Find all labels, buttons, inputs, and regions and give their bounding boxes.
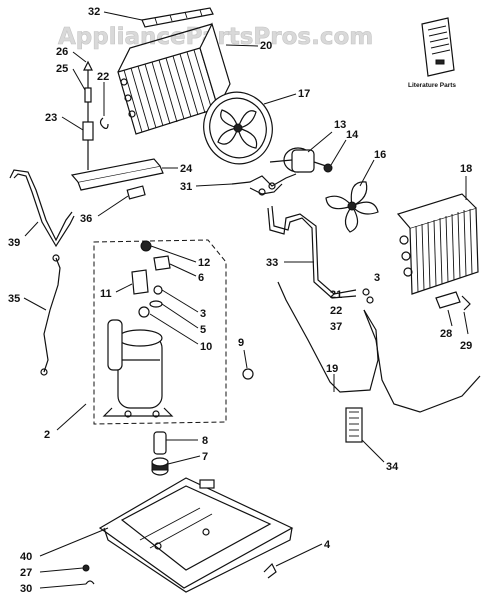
callout-39: 39: [8, 237, 20, 249]
part-20-condenser-coil: [117, 22, 231, 135]
part-9-grommet: [242, 368, 254, 380]
callout-40: 40: [20, 551, 32, 563]
part-39-drain-tube: [9, 169, 75, 248]
part-5-washer: [149, 300, 163, 308]
callout-23: 23: [45, 112, 57, 124]
part-21-fitting: [362, 288, 370, 296]
part-32-top-bracket: [141, 7, 214, 28]
part-25-tube: [84, 87, 92, 122]
callout-3-right: 3: [374, 272, 380, 284]
part-24-bracket: [70, 158, 164, 191]
part-7-mount: [151, 457, 169, 476]
callout-9: 9: [238, 337, 244, 349]
part-27-screw: [82, 564, 90, 572]
part-16-fan-blade: [325, 181, 379, 233]
callout-12: 12: [198, 257, 210, 269]
part-18-evaporator-coil: [396, 193, 479, 295]
callout-18: 18: [460, 163, 472, 175]
callout-11: 11: [100, 288, 112, 300]
callout-13: 13: [334, 119, 346, 131]
callout-14: 14: [346, 129, 359, 141]
callout-21: 21: [330, 289, 342, 301]
part-13-fan-motor: [269, 147, 333, 173]
part-26-cap: [83, 60, 93, 90]
callout-4: 4: [324, 539, 331, 551]
callout-20: 20: [260, 40, 272, 52]
part-10-clip: [138, 306, 150, 318]
part-31-wire-harness: [231, 173, 297, 196]
part-23-valve: [82, 121, 94, 170]
callout-2: 2: [44, 429, 50, 441]
part-3-grommet: [153, 285, 163, 295]
callout-37: 37: [330, 321, 342, 333]
callout-22-lower: 22: [330, 305, 342, 317]
callout-32: 32: [88, 6, 100, 18]
part-30-clip: [85, 580, 95, 585]
callout-19: 19: [326, 363, 338, 375]
part-22-fitting: [366, 296, 374, 304]
callout-24: 24: [180, 163, 193, 175]
callout-30: 30: [20, 583, 32, 595]
part-8-sleeve: [153, 431, 167, 455]
literature-parts-label: Literature Parts: [408, 82, 456, 89]
part-34-filter: [345, 407, 363, 443]
part-12-nut: [140, 240, 152, 252]
callout-8: 8: [202, 435, 208, 447]
part-29-clip: [461, 295, 471, 311]
part-19-hose: [277, 281, 481, 413]
callout-17: 17: [298, 88, 310, 100]
callout-22-upper: 22: [97, 71, 109, 83]
callout-35: 35: [8, 293, 20, 305]
part-6-terminal: [153, 255, 171, 271]
part-2-compressor: [102, 319, 174, 418]
part-14-nut: [323, 163, 333, 173]
callout-25: 25: [56, 63, 68, 75]
callout-5: 5: [200, 324, 206, 336]
callout-6: 6: [198, 272, 204, 284]
callout-26: 26: [56, 46, 68, 58]
callout-34: 34: [386, 461, 399, 473]
part-22-clip: [99, 117, 109, 130]
callout-33: 33: [266, 257, 278, 269]
callout-labels: 32 26 25 22 20 23 17 13 14 16 18 24 31 3…: [8, 6, 472, 595]
part-40-base-pan: [98, 477, 294, 593]
compressor-assembly-box: [93, 239, 227, 425]
callout-28: 28: [440, 328, 452, 340]
callout-16: 16: [374, 149, 386, 161]
part-4-clip: [263, 562, 277, 579]
callout-36: 36: [80, 213, 92, 225]
callout-10: 10: [200, 341, 212, 353]
part-17-blower-wheel: [203, 91, 273, 165]
literature-parts-booklet: Literature Parts: [408, 17, 456, 89]
part-36-small-bracket: [126, 185, 146, 200]
part-28-bracket: [435, 291, 461, 309]
callout-29: 29: [460, 340, 472, 352]
callout-31: 31: [180, 181, 192, 193]
callout-7: 7: [202, 451, 208, 463]
callout-27: 27: [20, 567, 32, 579]
part-11-overload: [131, 269, 149, 295]
part-35-power-cable: [40, 254, 61, 376]
part-33-tube-assembly: [267, 205, 357, 299]
callout-3-left: 3: [200, 308, 206, 320]
